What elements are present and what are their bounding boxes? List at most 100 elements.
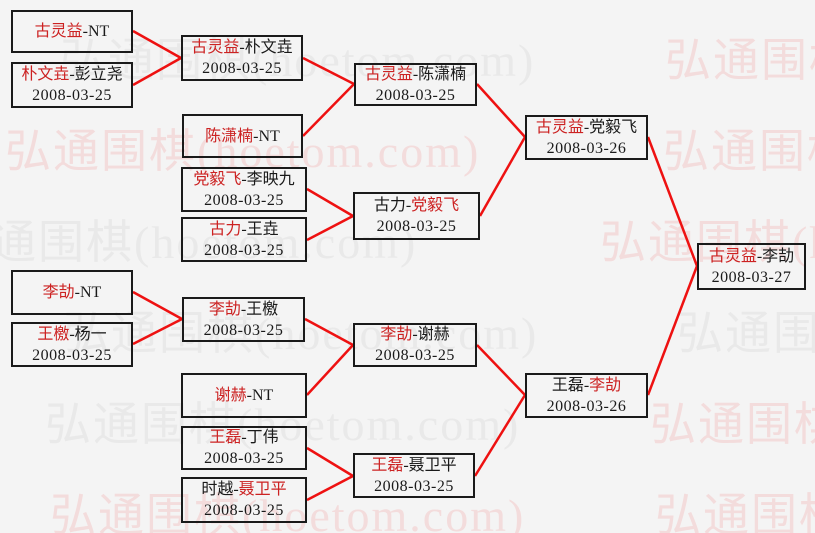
connector-line (132, 56, 182, 87)
match-box-r2-lijie-wangxi: 李劼-王檄 2008-03-25 (182, 297, 305, 342)
match-box-r3-guli-dangyifei: 古力-党毅飞 2008-03-25 (353, 192, 480, 240)
connector-line (132, 29, 182, 60)
player-loser: -NT (253, 127, 280, 145)
player-winner: 聂卫平 (238, 481, 287, 498)
match-box-r1-gulingyi-bye: 古灵益-NT (11, 10, 133, 53)
match-date: 2008-03-26 (546, 139, 627, 157)
match-date: 2008-03-27 (711, 268, 792, 286)
player-loser: -党毅飞 (583, 118, 638, 136)
match-date: 2008-03-25 (204, 450, 284, 467)
match-date: 2008-03-25 (204, 241, 284, 259)
match-box-r2-dangyifei-liyingjiu: 党毅飞-李映九 2008-03-25 (181, 167, 307, 212)
watermark-text: 弘通围棋(hoetom.com) (677, 308, 815, 359)
match-date: 2008-03-26 (546, 397, 627, 415)
match-date: 2008-03-25 (204, 191, 284, 209)
watermark-text: 弘通围棋(hoetom.com) (63, 308, 539, 359)
match-box-r2-xiehe-bye: 谢赫-NT (181, 373, 307, 418)
match-box-r2-guli-wangyao: 古力-王垚 2008-03-25 (181, 217, 307, 262)
match-box-r3-gulingyi-chenxiaonan: 古灵益-陈潇楠 2008-03-25 (354, 63, 477, 106)
match-players: 王磊-李劼 (552, 375, 621, 396)
match-players: 谢赫-NT (215, 385, 274, 406)
player-loser: -聂卫平 (403, 456, 457, 474)
player-winner: 朴文垚 (21, 66, 70, 83)
match-box-r1-piaowenyao-penglirao: 朴文垚-彭立尧 2008-03-25 (11, 62, 133, 108)
match-players: 古力-党毅飞 (374, 195, 459, 216)
connector-line (476, 83, 526, 138)
match-players: 李劼-NT (43, 282, 102, 303)
watermark-text: 弘通围棋(hoetom.com) (600, 217, 815, 268)
player-loser: -谢赫 (412, 326, 450, 343)
player-winner: 古灵益 (708, 247, 757, 265)
connector-line (646, 136, 699, 267)
player-loser: -杨一 (69, 325, 107, 343)
match-date: 2008-03-25 (376, 218, 457, 235)
connector-line (132, 290, 183, 321)
player-loser: -李映九 (241, 170, 295, 188)
watermark-text: 弘通围棋(hoetom.com) (663, 126, 815, 177)
match-players: 王檄-杨一 (37, 324, 106, 345)
watermark-text: 弘通围棋(hoetom.com) (60, 35, 536, 86)
player-winner: 谢赫 (214, 387, 247, 404)
player-loser: -王垚 (241, 220, 279, 238)
player-loser: -李劼 (756, 247, 795, 265)
player-loser: -陈潇楠 (412, 65, 467, 83)
match-box-r2-shiyue-nieweiping: 时越-聂卫平 2008-03-25 (181, 477, 307, 523)
player-winner: 王磊 (371, 456, 404, 474)
match-players: 古灵益-NT (35, 21, 110, 42)
player-loser: 王磊- (551, 376, 590, 394)
match-box-r1-lijie-bye: 李劼-NT (11, 270, 133, 315)
match-date: 2008-03-25 (203, 321, 284, 339)
match-box-r2-chenxiaonan-bye: 陈潇楠-NT (182, 114, 303, 158)
player-loser: -朴文垚 (239, 39, 293, 56)
match-date: 2008-03-25 (32, 87, 112, 104)
connector-line (646, 265, 699, 396)
connector-line (306, 446, 354, 478)
watermark-text: 弘通围棋(hoetom.com) (655, 490, 815, 533)
match-players: 古灵益-李劼 (709, 246, 794, 267)
match-players: 李劼-王檄 (209, 299, 278, 320)
match-box-r3-lijie-xiehe: 李劼-谢赫 2008-03-25 (353, 323, 477, 367)
player-winner: 古灵益 (34, 23, 83, 40)
watermark-text: 弘通围棋(hoetom.com) (650, 399, 815, 450)
player-winner: 陈潇楠 (205, 127, 254, 145)
watermark-text: 弘通围棋(hoetom.com) (665, 35, 815, 86)
match-players: 王磊-丁伟 (209, 427, 278, 448)
match-box-r2-gulingyi-piaowenyao: 古灵益-朴文垚 2008-03-25 (181, 35, 303, 81)
match-players: 李劼-谢赫 (380, 324, 449, 345)
connector-line (304, 317, 354, 347)
player-winner: 党毅飞 (411, 197, 460, 214)
match-players: 古力-王垚 (209, 219, 278, 240)
connector-line (306, 344, 354, 396)
watermark-text: 弘通围棋(hoetom.com) (45, 399, 521, 450)
match-date: 2008-03-25 (375, 347, 455, 364)
player-loser: -彭立尧 (69, 66, 123, 83)
match-players: 古灵益-陈潇楠 (365, 64, 466, 85)
player-winner: 李劼 (42, 284, 75, 301)
connector-line (302, 83, 355, 137)
match-players: 党毅飞-李映九 (193, 169, 294, 190)
player-winner: 王磊 (209, 429, 242, 446)
connector-line (306, 474, 354, 502)
match-box-r2-wanglei-dingwei: 王磊-丁伟 2008-03-25 (181, 426, 307, 470)
match-players: 朴文垚-彭立尧 (21, 64, 122, 85)
player-loser: -王檄 (240, 300, 279, 318)
match-date: 2008-03-25 (204, 502, 284, 519)
connector-line (306, 187, 354, 218)
player-loser: -NT (246, 387, 274, 404)
match-box-semifinal-wanglei-lijie: 王磊-李劼 2008-03-26 (525, 373, 648, 418)
match-date: 2008-03-25 (32, 346, 112, 364)
player-winner: 李劼 (208, 300, 241, 318)
player-loser: 时越- (201, 481, 239, 498)
player-loser: -丁伟 (241, 429, 279, 446)
watermark-text: 弘通围棋(hoetom.com) (0, 217, 418, 268)
match-date: 2008-03-25 (202, 60, 282, 77)
match-players: 王磊-聂卫平 (371, 455, 456, 476)
match-box-semifinal-gulingyi-dangyifei: 古灵益-党毅飞 2008-03-26 (525, 115, 648, 160)
match-players: 古灵益-党毅飞 (536, 117, 637, 138)
connector-line (473, 394, 527, 477)
connector-line (132, 317, 183, 346)
player-winner: 古灵益 (535, 118, 584, 136)
player-loser: -NT (74, 284, 102, 301)
player-winner: 李劼 (380, 326, 413, 343)
